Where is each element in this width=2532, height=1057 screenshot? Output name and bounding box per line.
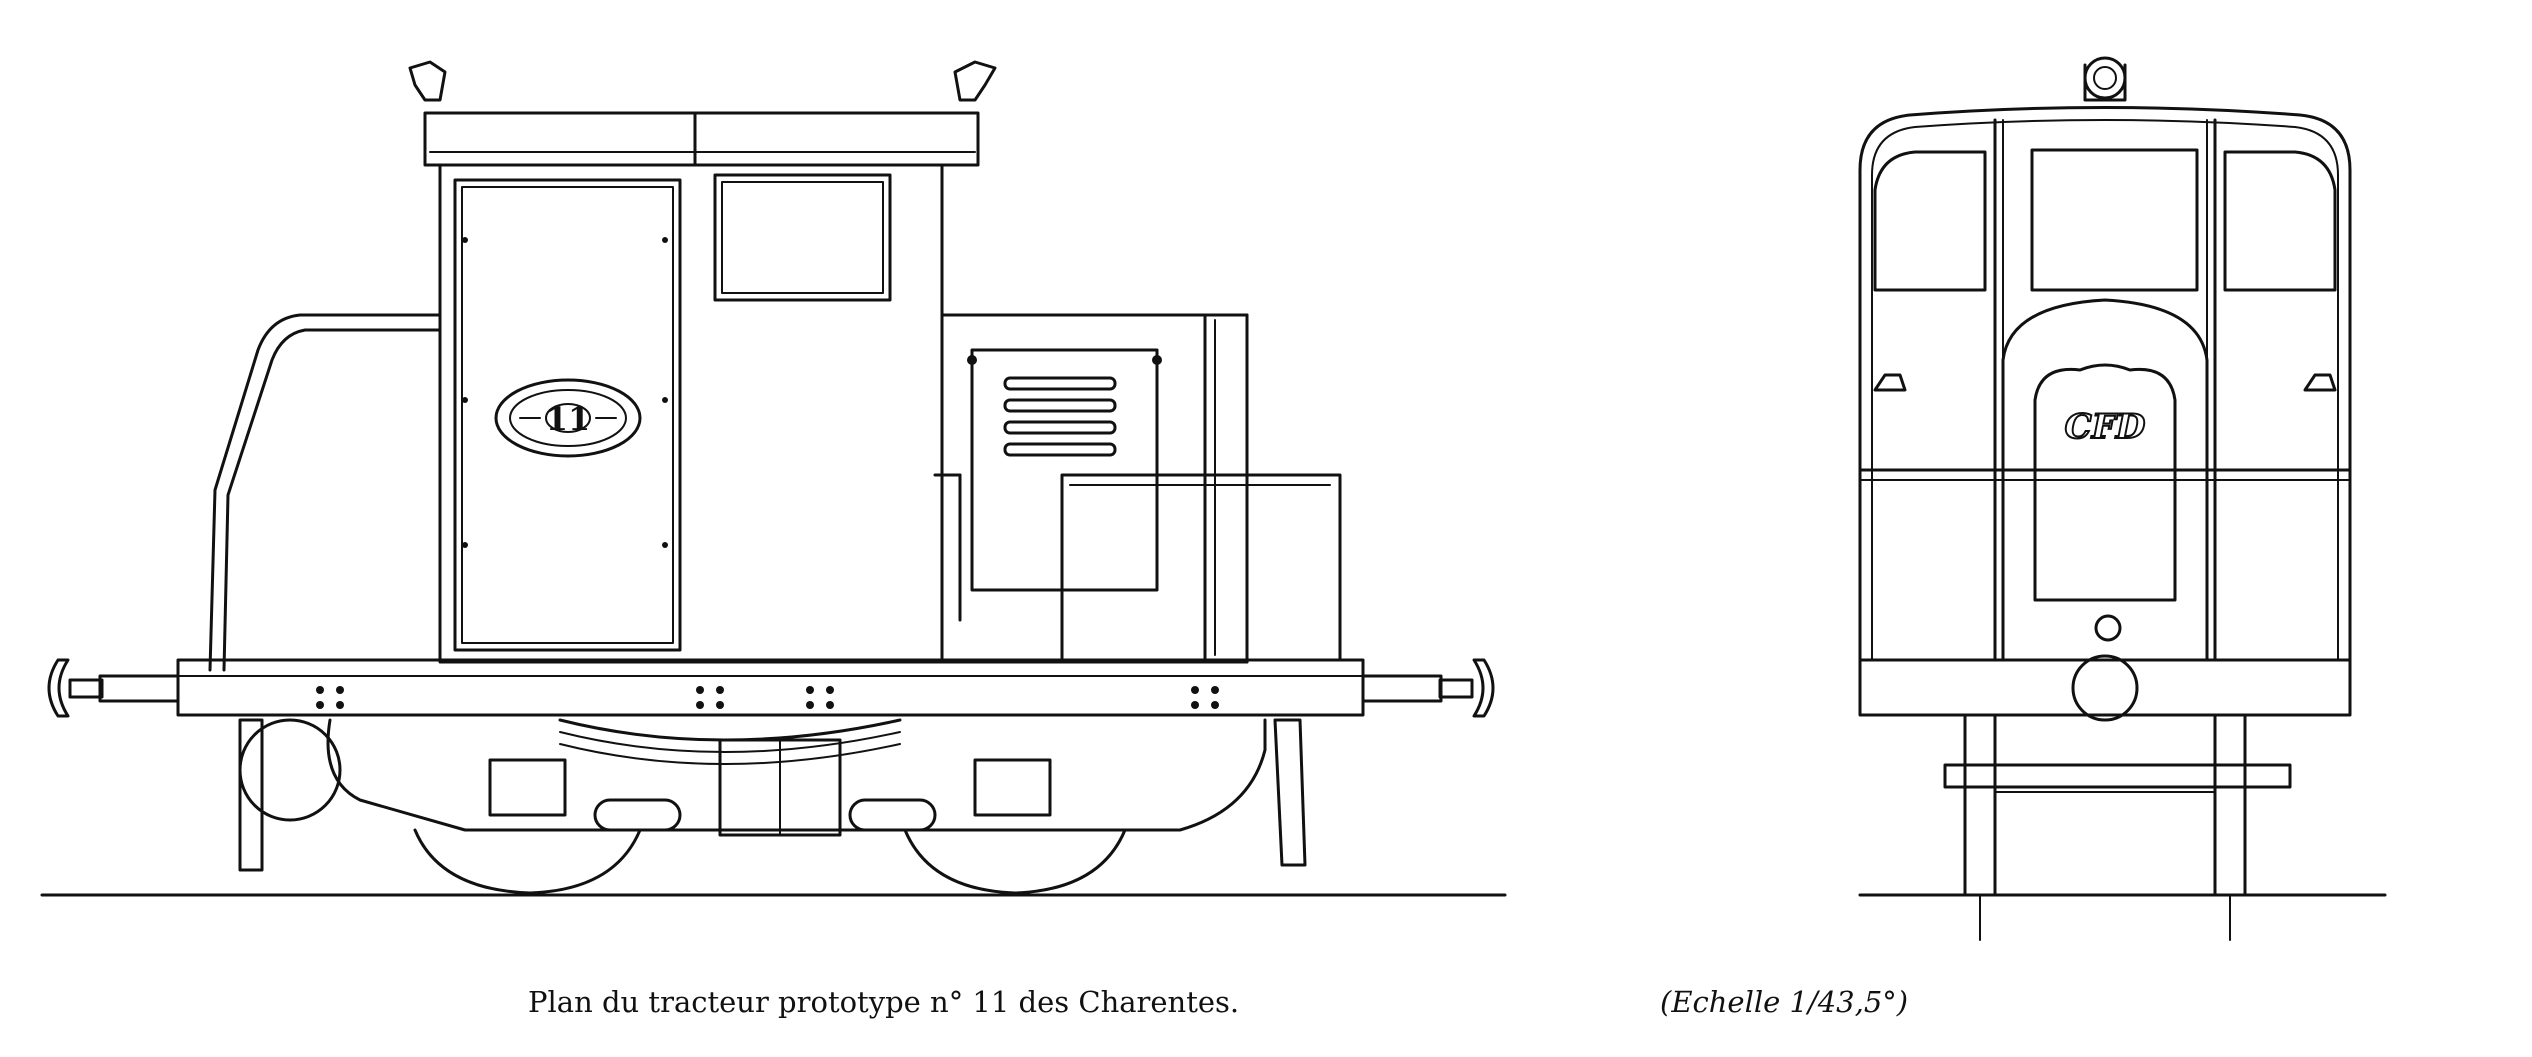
radiator-housing xyxy=(2001,298,2209,662)
door-bolts xyxy=(462,237,668,548)
marker-lamp-right xyxy=(2303,373,2337,392)
radiator-grille xyxy=(2033,363,2177,602)
front-window-right xyxy=(2223,150,2337,292)
buffer-right xyxy=(1361,658,1495,718)
front-elevation: CFD xyxy=(1858,56,2387,941)
wheel-front xyxy=(903,828,1127,895)
marker-lamp-left xyxy=(1873,373,1907,392)
front-wheel-left xyxy=(1963,713,1997,897)
head-lamp xyxy=(2083,56,2127,100)
engine-access-door xyxy=(970,348,1159,592)
front-axle xyxy=(1943,763,2292,789)
cab-roof xyxy=(408,60,997,167)
front-buffer-beam xyxy=(1858,658,2352,717)
roof-lamp-left xyxy=(408,60,447,102)
louvre-vents xyxy=(1003,376,1117,457)
rear-handrail xyxy=(222,328,442,672)
cab-side-window xyxy=(713,173,892,302)
cab-door xyxy=(453,178,682,652)
front-window-left xyxy=(1873,150,1987,292)
plate-number: 11 xyxy=(546,400,591,438)
starting-handle-socket xyxy=(2094,614,2122,642)
axle-guard-right xyxy=(973,758,1052,817)
rear-axlebox xyxy=(238,718,342,822)
front-cab-outline xyxy=(1858,106,2352,662)
bonnet xyxy=(940,313,1249,664)
buffer-left xyxy=(47,658,180,718)
side-elevation: 11 xyxy=(40,60,1507,897)
roof-lamp-right xyxy=(953,60,997,102)
number-plate: 11 xyxy=(494,378,642,458)
drawing-caption: Plan du tracteur prototype n° 11 des Cha… xyxy=(528,985,1240,1019)
silencer-left xyxy=(593,798,682,832)
axle-guard-left xyxy=(488,758,567,817)
front-window-center xyxy=(2030,148,2199,292)
bonnet-end-post xyxy=(1203,313,1249,664)
scale-note: (Echelle 1/43,5°) xyxy=(1660,985,1909,1019)
running-gear xyxy=(238,718,1307,895)
rear-cowl xyxy=(208,313,442,672)
cab-body xyxy=(438,163,944,664)
frame-rivets xyxy=(316,686,1219,709)
front-monogram: CFD xyxy=(2065,407,2146,447)
front-wheel-right xyxy=(2213,713,2247,897)
frame-solebar xyxy=(176,658,1365,717)
bonnet-handrail xyxy=(1060,473,1342,662)
central-buffer xyxy=(2071,654,2139,722)
wheel-rear xyxy=(413,828,642,895)
